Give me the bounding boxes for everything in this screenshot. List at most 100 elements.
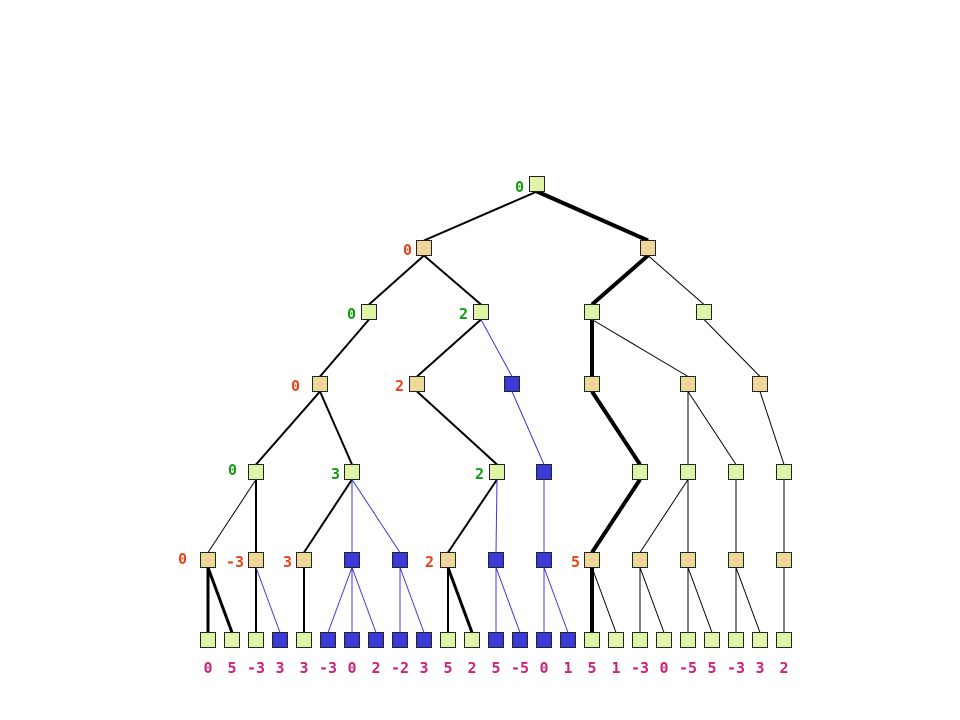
max-node [296, 632, 312, 648]
min-node [752, 376, 768, 392]
max-node [632, 464, 648, 480]
tree-edge [255, 390, 321, 466]
tree-edge [543, 567, 569, 633]
min-node [584, 552, 600, 568]
pruned-node [504, 376, 520, 392]
tree-edge [416, 318, 482, 378]
pruned-node [320, 632, 336, 648]
tree-nodes [200, 176, 792, 648]
tree-edge [255, 567, 281, 633]
min-node [416, 240, 432, 256]
max-node [704, 632, 720, 648]
leaf-value: 0 [539, 659, 548, 677]
max-node [776, 632, 792, 648]
leaf-value: -3 [247, 659, 265, 677]
max2-value-1: 2 [459, 305, 468, 323]
max-node [752, 632, 768, 648]
leaf-value: -5 [679, 659, 697, 677]
tree-edge [687, 391, 737, 465]
leaf-value: 0 [659, 659, 668, 677]
max-node [776, 464, 792, 480]
tree-edge [639, 479, 689, 553]
pruned-node [512, 632, 528, 648]
leaf-value: -3 [631, 659, 649, 677]
tree-edge [480, 319, 513, 377]
pruned-node [416, 632, 432, 648]
pruned-node [560, 632, 576, 648]
min-node [584, 376, 600, 392]
leaf-value: 2 [371, 659, 380, 677]
leaf-value: 1 [611, 659, 620, 677]
max-node [440, 632, 456, 648]
tree-edge [351, 479, 401, 553]
min-node [680, 552, 696, 568]
tree-edge [399, 567, 425, 633]
leaf-value: 3 [755, 659, 764, 677]
min-node [200, 552, 216, 568]
min3-value-0: 0 [291, 377, 300, 395]
tree-edge [368, 254, 425, 306]
root-value: 0 [515, 178, 524, 196]
tree-edge [207, 479, 257, 553]
leaf-value: 0 [347, 659, 356, 677]
tree-edge [495, 479, 498, 553]
pruned-node [368, 632, 384, 648]
leaf-value: 2 [467, 659, 476, 677]
tree-edge [703, 319, 761, 377]
leaf-value: 5 [443, 659, 452, 677]
max-node [464, 632, 480, 648]
min-node [776, 552, 792, 568]
leaf-value: 1 [563, 659, 572, 677]
pruned-node [344, 632, 360, 648]
min5-value-8: 5 [571, 553, 580, 571]
leaf-value: 2 [779, 659, 788, 677]
tree-edge [590, 478, 642, 554]
tree-edge [447, 478, 498, 554]
leaf-value: -3 [727, 659, 745, 677]
tree-edges [206, 189, 785, 634]
leaf-value: 3 [419, 659, 428, 677]
tree-edge [687, 567, 713, 633]
max-node [632, 632, 648, 648]
max-node [248, 464, 264, 480]
tree-edge [759, 391, 785, 465]
max-node [200, 632, 216, 648]
min3-value-1: 2 [395, 377, 404, 395]
min-node [640, 240, 656, 256]
pruned-node [488, 552, 504, 568]
max-node [489, 464, 505, 480]
leaf-value: 3 [299, 659, 308, 677]
max-node [656, 632, 672, 648]
max-node [728, 464, 744, 480]
max-node [584, 304, 600, 320]
leaf-value: 5 [587, 659, 596, 677]
max-node [584, 632, 600, 648]
min1-value-0: 0 [403, 241, 412, 259]
max-node [361, 304, 377, 320]
tree-edge [319, 391, 353, 465]
leaf-value: -2 [391, 659, 409, 677]
tree-edge [423, 254, 482, 306]
min5-value-1: -3 [226, 553, 244, 571]
leaf-value: 5 [707, 659, 716, 677]
max2-value-0: 0 [347, 305, 356, 323]
min-node [296, 552, 312, 568]
leaf-value: -3 [319, 659, 337, 677]
max4-value-0: 0 [228, 461, 237, 479]
min-node [312, 376, 328, 392]
max-node [728, 632, 744, 648]
pruned-node [272, 632, 288, 648]
tree-edge [639, 567, 665, 633]
leaf-value: 5 [491, 659, 500, 677]
tree-edge [319, 318, 370, 378]
max-node [224, 632, 240, 648]
pruned-node [488, 632, 504, 648]
tree-edge [446, 566, 474, 634]
max4-value-1: 3 [331, 465, 340, 483]
pruned-node [392, 552, 408, 568]
leaf-value: 3 [275, 659, 284, 677]
max-node [344, 464, 360, 480]
leaf-value: 0 [203, 659, 212, 677]
